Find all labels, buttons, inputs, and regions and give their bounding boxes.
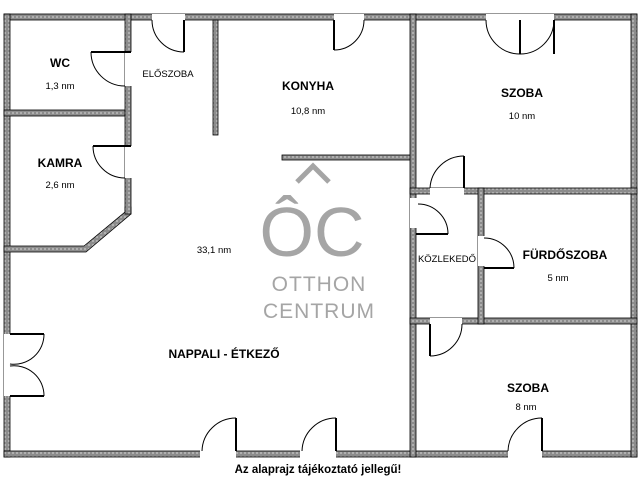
room-furdoszoba-name: FÜRDŐSZOBA (523, 247, 608, 262)
room-kamra-area: 2,6 nm (45, 180, 74, 191)
room-kamra-name: KAMRA (38, 156, 83, 170)
room-szoba-bottom-area: 8 nm (515, 402, 536, 413)
room-szoba-top-area: 10 nm (509, 111, 535, 122)
otthon-centrum-logo: ÔC OTTHON CENTRUM (260, 162, 375, 323)
room-konyha-area: 10,8 nm (291, 106, 325, 117)
doors (9, 19, 555, 452)
logo-monogram: ÔC (260, 193, 365, 271)
room-furdoszoba-area: 5 nm (547, 273, 568, 284)
logo-line2: CENTRUM (263, 300, 375, 323)
logo-line1: OTTHON (272, 273, 367, 296)
door-openings (4, 14, 554, 458)
room-szoba-top-name: SZOBA (501, 86, 543, 100)
room-nappali-area: 33,1 nm (197, 245, 231, 256)
room-labels: WC 1,3 nm ELŐSZOBA KONYHA 10,8 nm SZOBA … (38, 56, 608, 413)
room-kozlekedo-name: KÖZLEKEDŐ (418, 254, 476, 265)
disclaimer-caption: Az alaprajz tájékoztató jellegű! (235, 464, 402, 476)
room-konyha-name: KONYHA (282, 79, 334, 93)
room-wc-area: 1,3 nm (45, 81, 74, 92)
room-szoba-bottom-name: SZOBA (507, 381, 549, 395)
room-nappali-name: NAPPALI - ÉTKEZŐ (168, 346, 279, 361)
room-wc-name: WC (50, 56, 70, 70)
room-eloszoba-name: ELŐSZOBA (142, 69, 194, 80)
